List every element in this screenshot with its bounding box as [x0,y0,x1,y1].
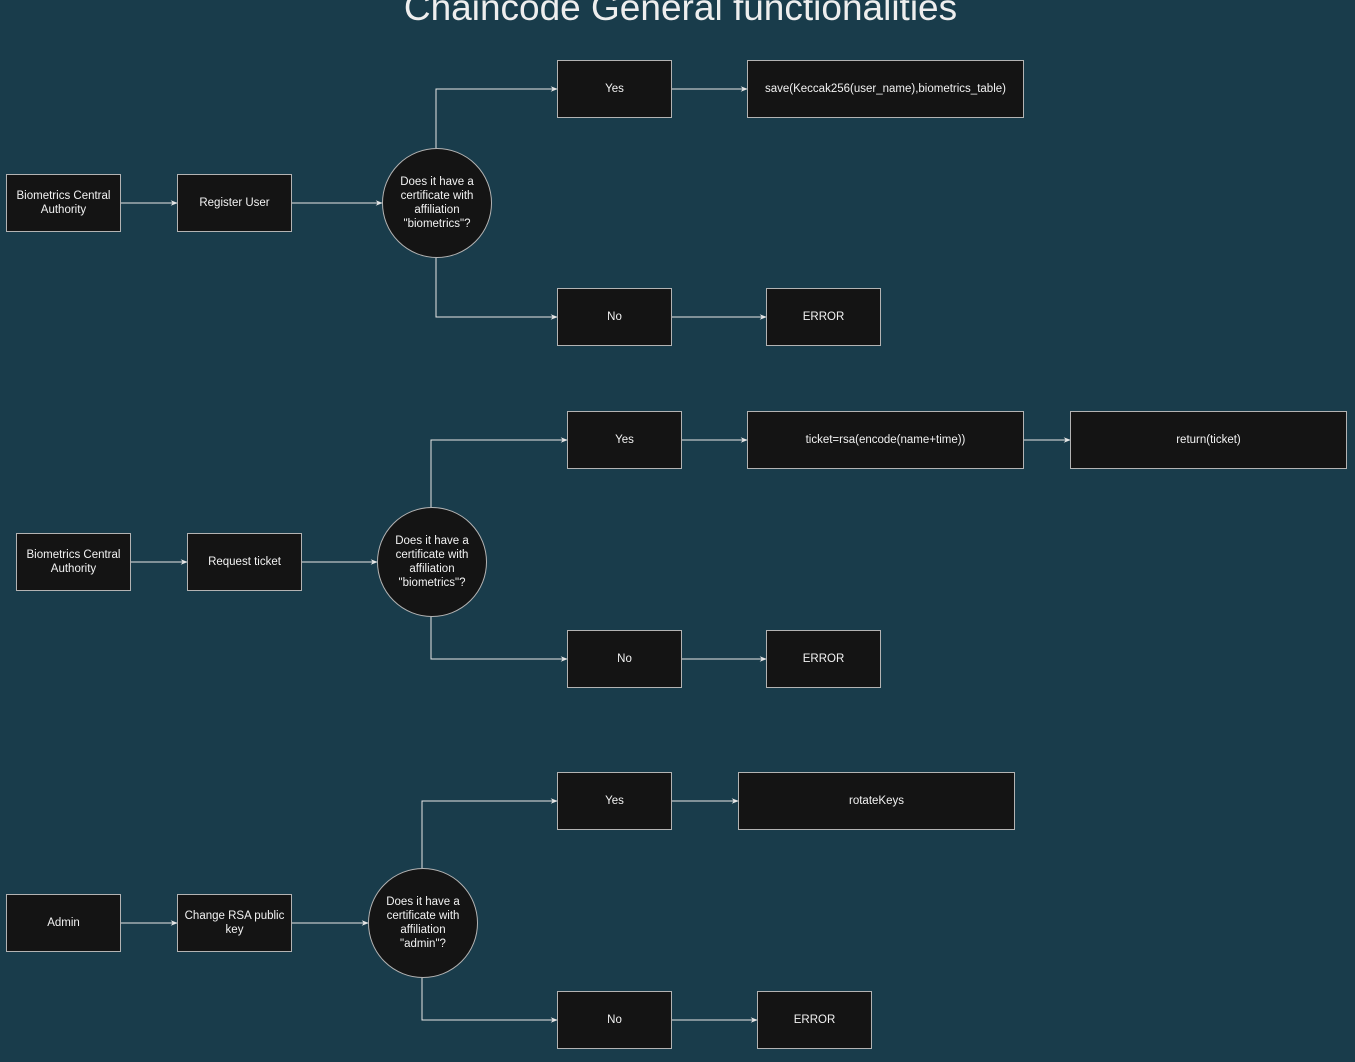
edge-decision2-to-yes [430,437,568,507]
actor-node-admin[interactable]: Admin [6,894,121,952]
edge-decision3-to-no [421,978,558,1023]
edge-decision2-to-no [430,617,568,662]
decision-node[interactable]: Does it have a certificate with affiliat… [377,507,487,617]
action-node-change-rsa-key[interactable]: Change RSA public key [177,894,292,952]
decision-node[interactable]: Does it have a certificate with affiliat… [368,868,478,978]
no-node[interactable]: No [567,630,682,688]
actor-node[interactable]: Biometrics Central Authority [6,174,121,232]
decision-node[interactable]: Does it have a certificate with affiliat… [382,148,492,258]
no-node[interactable]: No [557,288,672,346]
diagram-title: Chaincode General functionalities [403,0,958,28]
result-node-ticket[interactable]: ticket=rsa(encode(name+time)) [747,411,1024,469]
error-node[interactable]: ERROR [766,630,881,688]
error-node[interactable]: ERROR [757,991,872,1049]
action-node-register-user[interactable]: Register User [177,174,292,232]
yes-node[interactable]: Yes [567,411,682,469]
result-node-return-ticket[interactable]: return(ticket) [1070,411,1347,469]
result-node-save[interactable]: save(Keccak256(user_name),biometrics_tab… [747,60,1024,118]
yes-node[interactable]: Yes [557,60,672,118]
yes-node[interactable]: Yes [557,772,672,830]
action-node-request-ticket[interactable]: Request ticket [187,533,302,591]
error-node[interactable]: ERROR [766,288,881,346]
edge-decision3-to-yes [421,798,558,868]
result-node-rotate-keys[interactable]: rotateKeys [738,772,1015,830]
edge-decision1-to-yes [435,86,558,148]
no-node[interactable]: No [557,991,672,1049]
actor-node[interactable]: Biometrics Central Authority [16,533,131,591]
edge-decision1-to-no [435,258,558,320]
